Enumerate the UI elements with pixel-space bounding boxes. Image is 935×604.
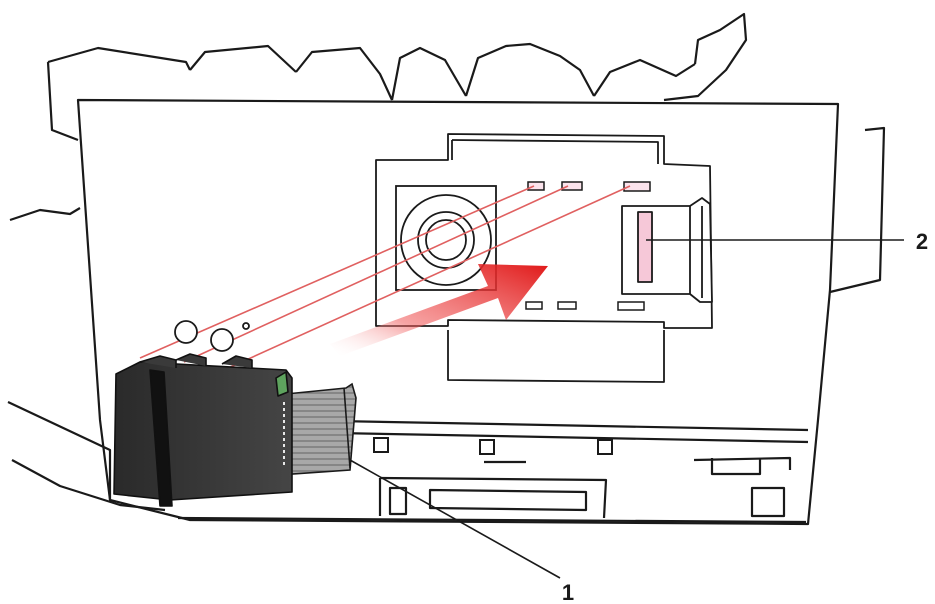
callout-label-2: 2: [916, 229, 928, 254]
base-hole: [597, 439, 613, 455]
base-holes: [373, 437, 613, 455]
fan-component: [395, 185, 497, 291]
alignment-line: [183, 185, 569, 363]
panel-boss: [174, 320, 198, 344]
recess-slots: [525, 181, 651, 311]
panel-bosses: [174, 320, 250, 352]
base-hole: [373, 437, 389, 453]
ribbon-cable: [283, 382, 357, 475]
guide-slot: [561, 181, 583, 191]
leader-line-1: [349, 459, 561, 579]
alignment-line: [223, 185, 631, 371]
guide-slot: [623, 181, 651, 192]
printer-top-edge: [9, 12, 886, 294]
direction-arrow-icon: [330, 264, 548, 356]
connector-slot: [637, 211, 653, 283]
fan-inner-ring: [425, 219, 467, 261]
callout-label-1: 1: [562, 580, 574, 604]
panel-boss: [242, 322, 250, 330]
guide-slot: [525, 301, 543, 310]
panel-boss: [210, 328, 234, 352]
alignment-lines: [139, 185, 631, 371]
connector-housing: [621, 197, 713, 303]
guide-slot: [557, 301, 577, 310]
alignment-line: [139, 185, 535, 359]
leader-lines: [349, 239, 904, 579]
guide-slot: [617, 301, 645, 311]
accessory-module: [113, 353, 293, 507]
base-hole: [479, 439, 495, 455]
guide-slot: [527, 181, 545, 191]
